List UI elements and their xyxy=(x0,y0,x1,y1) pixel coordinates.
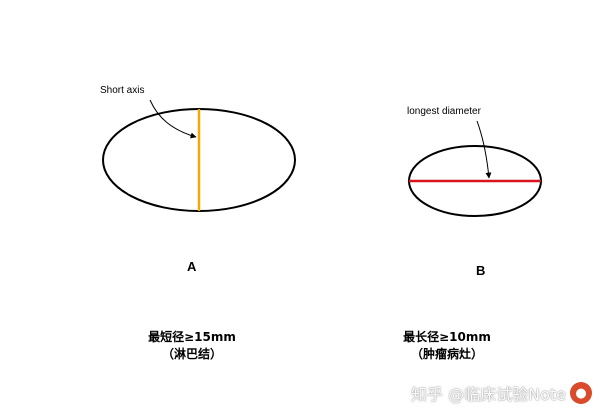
figure-a-caption: 最短径≥15mm （淋巴结） xyxy=(130,328,254,362)
short-axis-annotation: Short axis xyxy=(100,85,145,96)
figure-a-letter: A xyxy=(187,259,197,274)
watermark-logo-icon: ● xyxy=(570,382,592,404)
watermark-text: 知乎 @临床试验Note xyxy=(411,385,566,404)
longest-diameter-annotation: longest diameter xyxy=(407,106,481,117)
figure-b-caption: 最长径≥10mm （肿瘤病灶） xyxy=(382,328,512,362)
figure-b-caption-line2: （肿瘤病灶） xyxy=(410,347,483,361)
figure-b-caption-line1: 最长径≥10mm xyxy=(403,330,491,344)
short-axis-pointer-arrow xyxy=(149,99,197,139)
figure-a-caption-line2: （淋巴结） xyxy=(161,347,222,361)
figure-a-caption-line1: 最短径≥15mm xyxy=(148,330,236,344)
watermark: 知乎 @临床试验Note ● xyxy=(411,381,592,405)
figure-b-letter: B xyxy=(476,263,486,278)
longest-diameter-pointer-arrow xyxy=(476,120,492,179)
